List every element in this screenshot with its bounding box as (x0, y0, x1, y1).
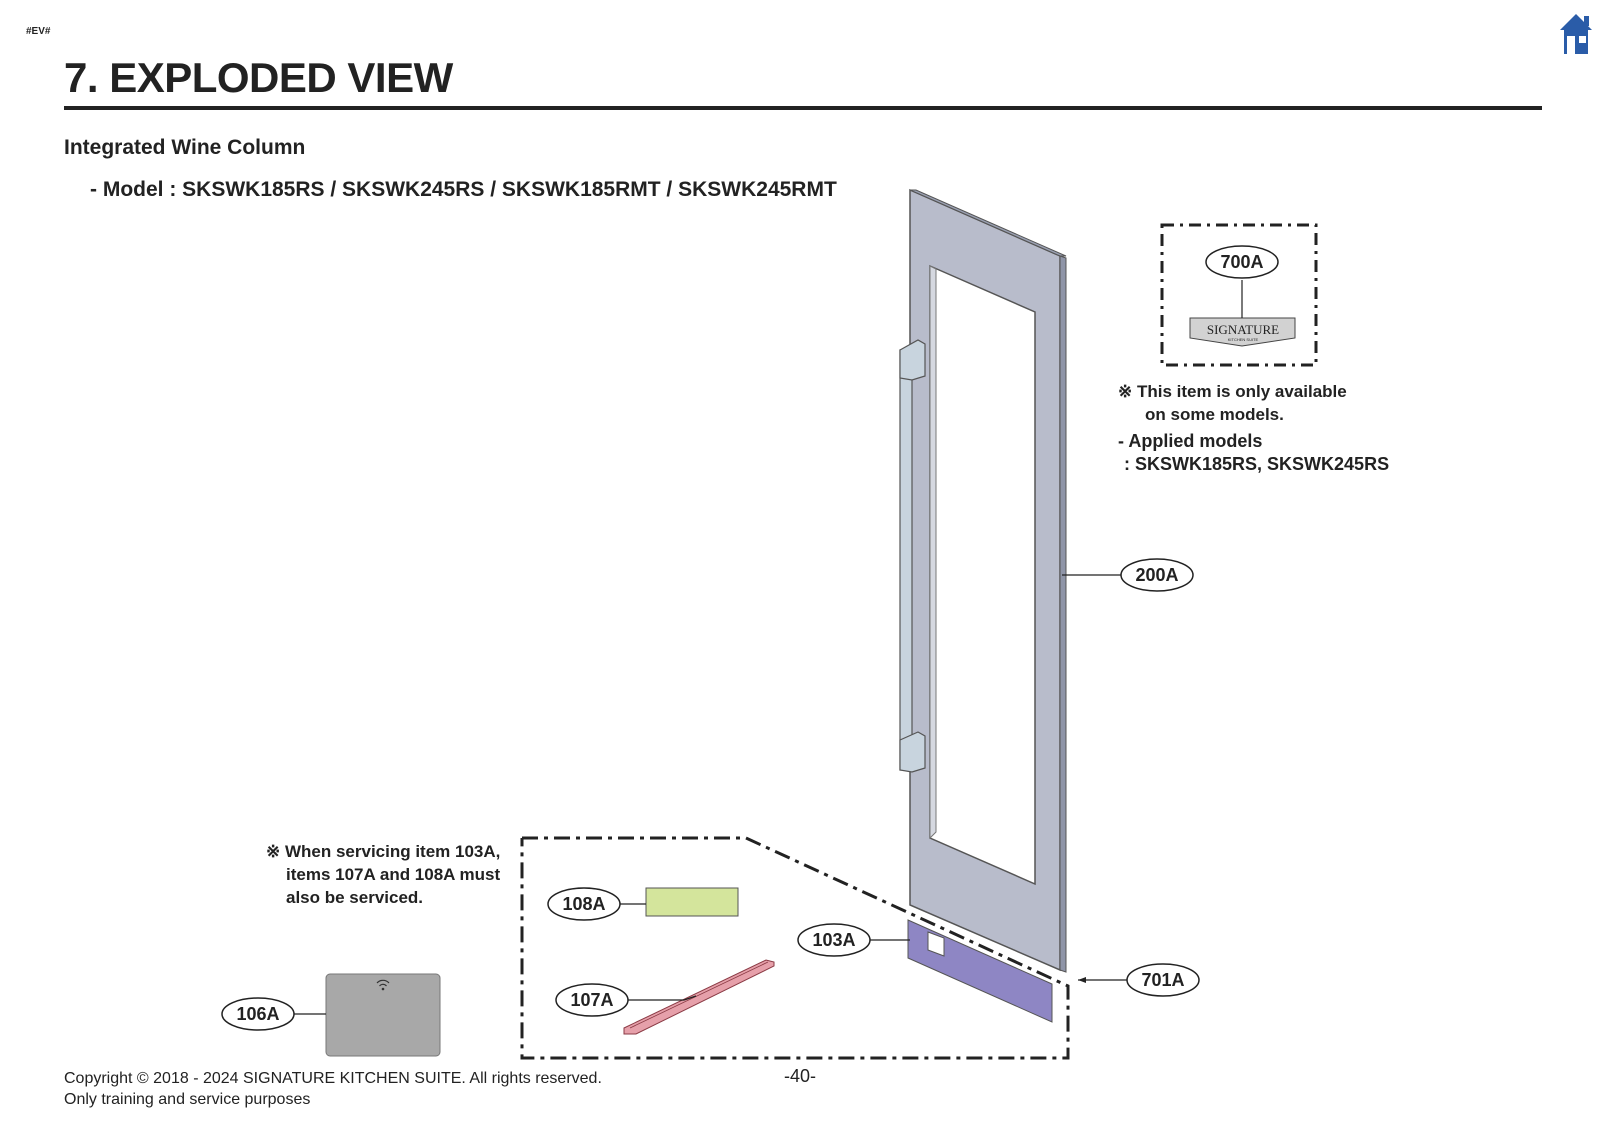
footer: Copyright © 2018 - 2024 SIGNATURE KITCHE… (64, 1068, 602, 1110)
svg-text:107A: 107A (570, 990, 613, 1010)
applied-models-list: : SKSWK185RS, SKSWK245RS (1124, 454, 1390, 474)
part-107A (623, 959, 775, 1035)
callout-107A: 107A (555, 983, 629, 1017)
servicing-note-line3: also be serviced. (286, 888, 424, 907)
availability-note-line2: on some models. (1145, 405, 1284, 424)
svg-text:108A: 108A (562, 894, 605, 914)
svg-text:200A: 200A (1135, 565, 1178, 585)
svg-text:103A: 103A (812, 930, 855, 950)
door-handle (899, 339, 926, 773)
logo-sub: KITCHEN SUITE (1228, 337, 1259, 342)
applied-models-label: - Applied models (1118, 431, 1263, 451)
callout-701A: 701A (1126, 963, 1200, 997)
part-108A (645, 887, 739, 917)
copyright-text: Copyright © 2018 - 2024 SIGNATURE KITCHE… (64, 1070, 602, 1087)
callout-700A: 700A (1205, 245, 1279, 279)
applied-models: - Applied models : SKSWK185RS, SKSWK245R… (1118, 430, 1389, 476)
servicing-note-line1: ※ When servicing item 103A, (266, 842, 501, 861)
page-title: 7. EXPLODED VIEW (64, 54, 453, 101)
availability-note-line1: ※ This item is only available (1118, 382, 1347, 401)
module-106A (325, 973, 441, 1057)
page-number: -40- (784, 1066, 817, 1086)
signature-logo-700A: SIGNATURE KITCHEN SUITE (1189, 317, 1296, 347)
svg-text:106A: 106A (236, 1004, 279, 1024)
section-subtitle: Integrated Wine Column (64, 136, 306, 159)
callout-106A: 106A (221, 997, 295, 1031)
wifi-icon (376, 979, 390, 991)
purpose-text: Only training and service purposes (64, 1091, 311, 1108)
model-line: - Model : SKSWK185RS / SKSWK245RS / SKSW… (90, 178, 837, 201)
logo-brand: SIGNATURE (1207, 322, 1279, 337)
trim-part-103A (907, 919, 1053, 1023)
svg-text:700A: 700A (1220, 252, 1263, 272)
home-icon[interactable] (1558, 12, 1594, 56)
title-divider (64, 106, 1542, 110)
callout-200A: 200A (1120, 558, 1194, 592)
availability-note: ※ This item is only available on some mo… (1118, 380, 1347, 426)
callout-103A: 103A (797, 923, 871, 957)
servicing-note-line2: items 107A and 108A must (286, 865, 501, 884)
door-panel-200A (909, 188, 1067, 973)
service-group-outline (520, 836, 1070, 1060)
optional-item-outline (1160, 223, 1318, 367)
svg-text:701A: 701A (1141, 970, 1184, 990)
page-tag: #EV# (26, 26, 51, 37)
servicing-note: ※ When servicing item 103A, items 107A a… (266, 840, 500, 909)
callout-108A: 108A (547, 887, 621, 921)
